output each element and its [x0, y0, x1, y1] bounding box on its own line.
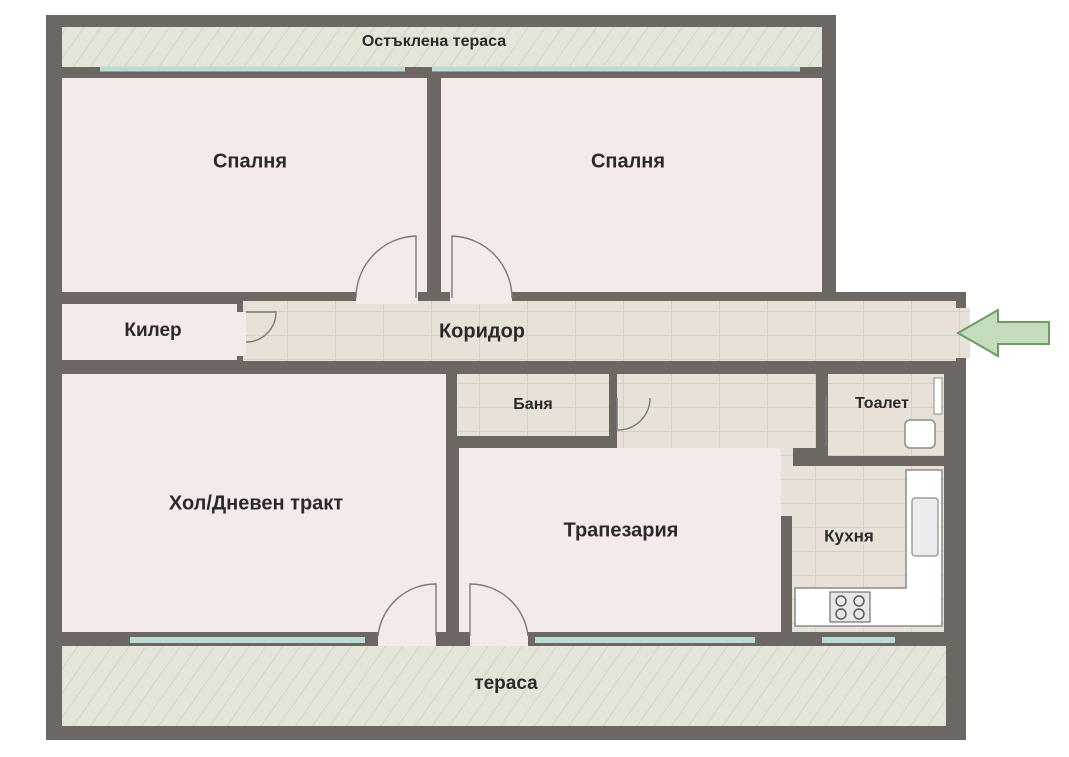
burner: [853, 608, 865, 620]
arrow-left-icon: [955, 308, 1050, 358]
burner: [835, 595, 847, 607]
door-swings: [245, 235, 827, 637]
label-corridor: Коридор: [439, 320, 525, 342]
bedroom-right-floor: [441, 78, 822, 292]
dining-kitchen-opening: [781, 448, 793, 516]
burner: [853, 595, 865, 607]
bathroom-floor: [457, 374, 609, 436]
glazed-terrace-floor: [62, 27, 822, 67]
bedroom-left-floor: [62, 78, 427, 292]
door-opening-bedroom-right: [450, 290, 512, 304]
label-terrace: тераса: [474, 673, 538, 694]
door-opening-bedroom-left: [356, 290, 418, 304]
label-glazed-terrace: Остъклена тераса: [362, 33, 506, 50]
stove-icon: [829, 591, 871, 623]
label-living-room: Хол/Дневен тракт: [169, 492, 343, 514]
label-kitchen: Кухня: [824, 526, 874, 545]
label-dining-room: Трапезария: [564, 519, 679, 541]
label-bedroom-left: Спалня: [213, 150, 287, 172]
toilet-cistern: [933, 377, 943, 415]
label-bathroom: Баня: [513, 396, 552, 413]
terrace-east-bound: [948, 360, 966, 678]
toilet-fixture: [904, 419, 936, 449]
door-opening-dining: [470, 630, 528, 646]
terrace-floor: [62, 646, 946, 726]
living-room-floor: [62, 374, 446, 632]
door-opening-living: [378, 630, 436, 646]
pantry-floor: [62, 304, 237, 360]
label-pantry: Килер: [124, 320, 181, 341]
burner: [835, 608, 847, 620]
label-bedroom-right: Спалня: [591, 150, 665, 172]
inner-hall-floor: [617, 374, 816, 448]
label-toilet: Тоалет: [855, 395, 909, 412]
corridor-floor: [243, 301, 956, 361]
door-opening-pantry: [236, 312, 246, 356]
sink-icon: [911, 497, 939, 557]
